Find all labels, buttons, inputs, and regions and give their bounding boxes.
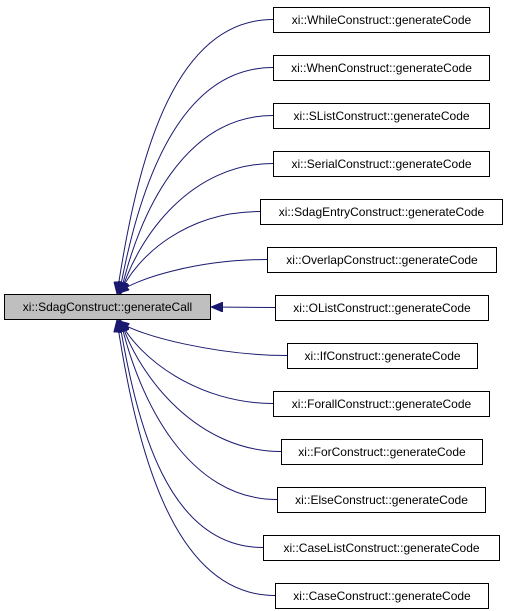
caller-node-sdag-entry-construct-generate-code[interactable]: xi::SdagEntryConstruct::generateCode: [260, 199, 503, 225]
caller-node-overlap-construct-generate-code[interactable]: xi::OverlapConstruct::generateCode: [267, 247, 497, 273]
caller-node-serial-construct-generate-code-label: xi::SerialConstruct::generateCode: [291, 157, 471, 171]
caller-node-case-construct-generate-code-label: xi::CaseConstruct::generateCode: [293, 589, 471, 603]
caller-node-while-construct-generate-code-label: xi::WhileConstruct::generateCode: [292, 13, 472, 27]
caller-node-if-construct-generate-code[interactable]: xi::IfConstruct::generateCode: [287, 343, 478, 369]
caller-node-when-construct-generate-code-box: [273, 55, 490, 81]
call-edge: [121, 321, 278, 500]
call-edge: [119, 321, 264, 548]
caller-node-serial-construct-generate-code[interactable]: xi::SerialConstruct::generateCode: [273, 151, 490, 177]
call-edge: [117, 19, 274, 294]
caller-node-olist-construct-generate-code-box: [275, 295, 489, 321]
caller-node-slist-construct-generate-code-label: xi::SListConstruct::generateCode: [293, 109, 469, 123]
caller-node-else-construct-generate-code-label: xi::ElseConstruct::generateCode: [295, 493, 468, 507]
root-node-generate-call[interactable]: xi::SdagConstruct::generateCall: [4, 294, 211, 320]
caller-node-slist-construct-generate-code[interactable]: xi::SListConstruct::generateCode: [273, 103, 490, 129]
caller-node-overlap-construct-generate-code-label: xi::OverlapConstruct::generateCode: [286, 253, 478, 267]
caller-node-for-construct-generate-code-box: [281, 439, 483, 465]
caller-node-case-list-construct-generate-code-box: [263, 535, 500, 561]
call-edge: [120, 321, 274, 404]
caller-node-sdag-entry-construct-generate-code-box: [260, 199, 503, 225]
call-edge: [120, 211, 261, 294]
caller-node-case-list-construct-generate-code-label: xi::CaseListConstruct::generateCode: [283, 541, 479, 555]
root-node-generate-call-label: xi::SdagConstruct::generateCall: [23, 300, 192, 314]
call-edge: [121, 115, 274, 294]
root-node-generate-call-box: [4, 294, 211, 320]
caller-node-serial-construct-generate-code-box: [273, 151, 490, 177]
caller-node-forall-construct-generate-code[interactable]: xi::ForallConstruct::generateCode: [273, 391, 490, 417]
call-edge: [117, 321, 276, 596]
caller-node-forall-construct-generate-code-label: xi::ForallConstruct::generateCode: [292, 397, 472, 411]
call-edge: [121, 321, 282, 452]
call-edges: [117, 19, 288, 596]
caller-node-case-construct-generate-code[interactable]: xi::CaseConstruct::generateCode: [275, 583, 489, 609]
call-edge: [118, 259, 268, 294]
call-edge: [119, 67, 274, 294]
caller-node-case-list-construct-generate-code[interactable]: xi::CaseListConstruct::generateCode: [263, 535, 500, 561]
caller-node-sdag-entry-construct-generate-code-label: xi::SdagEntryConstruct::generateCode: [279, 205, 485, 219]
call-edge: [212, 307, 276, 308]
caller-node-slist-construct-generate-code-box: [273, 103, 490, 129]
caller-node-overlap-construct-generate-code-box: [267, 247, 497, 273]
caller-node-olist-construct-generate-code[interactable]: xi::OListConstruct::generateCode: [275, 295, 489, 321]
call-edge: [118, 321, 288, 356]
caller-node-case-construct-generate-code-box: [275, 583, 489, 609]
caller-node-for-construct-generate-code[interactable]: xi::ForConstruct::generateCode: [281, 439, 483, 465]
caller-node-for-construct-generate-code-label: xi::ForConstruct::generateCode: [298, 445, 466, 459]
call-edge: [121, 163, 274, 294]
caller-node-if-construct-generate-code-box: [287, 343, 478, 369]
caller-node-when-construct-generate-code[interactable]: xi::WhenConstruct::generateCode: [273, 55, 490, 81]
graph-nodes: xi::SdagConstruct::generateCall xi::While…: [4, 7, 503, 609]
caller-node-else-construct-generate-code[interactable]: xi::ElseConstruct::generateCode: [277, 487, 486, 513]
caller-node-else-construct-generate-code-box: [277, 487, 486, 513]
caller-node-while-construct-generate-code[interactable]: xi::WhileConstruct::generateCode: [273, 7, 490, 33]
caller-node-olist-construct-generate-code-label: xi::OListConstruct::generateCode: [293, 301, 471, 315]
caller-node-when-construct-generate-code-label: xi::WhenConstruct::generateCode: [291, 61, 472, 75]
caller-node-while-construct-generate-code-box: [273, 7, 490, 33]
caller-node-if-construct-generate-code-label: xi::IfConstruct::generateCode: [304, 349, 460, 363]
caller-node-forall-construct-generate-code-box: [273, 391, 490, 417]
